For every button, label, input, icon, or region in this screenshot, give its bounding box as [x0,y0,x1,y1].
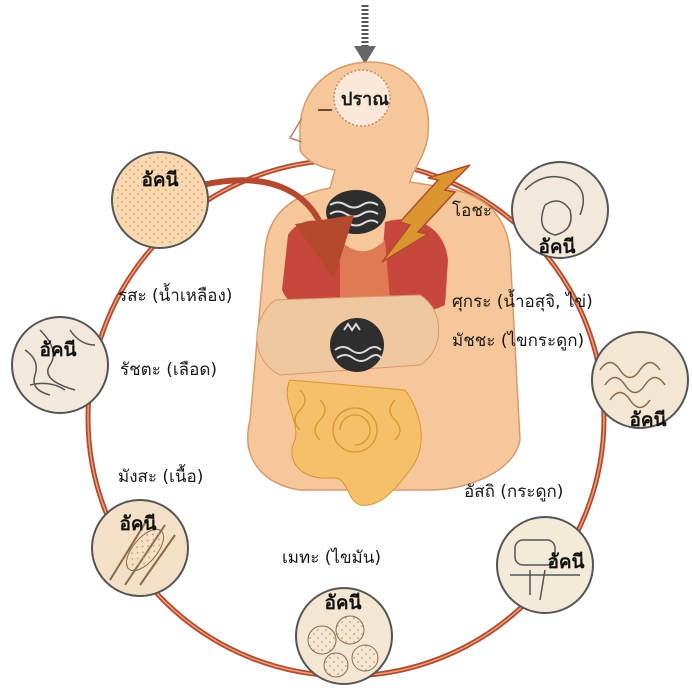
rakta-label: รัชตะ (เลือด) [120,360,217,380]
meda-label: เมทะ (ไขมัน) [282,547,381,568]
svg-text:อัคนี: อัคนี [119,513,156,535]
shukra-label: ศุกระ (น้ำอสุจิ, ไข่) [452,289,593,312]
prana-inflow-arrow [354,5,376,64]
prana-label: ปราณ [341,89,389,110]
svg-text:อัคนี: อัคนี [629,409,666,431]
rasa-label: รสะ (น้ำเหลือง) [118,283,232,306]
agni-node-rasa: อัคนี [112,152,208,248]
mamsa-label: มังสะ (เนื้อ) [118,464,203,487]
majja-label: มัชชะ (ไขกระดูก) [452,330,584,351]
agni-node-mamsa: อัคนี [92,500,188,596]
agni-node-meda: อัคนี [296,588,392,684]
svg-text:อัคนี: อัคนี [141,169,178,191]
svg-text:อัคนี: อัคนี [547,551,584,573]
agni-node-rakta: อัคนี [12,317,108,413]
agni-node-shukra: อัคนี [512,162,608,258]
svg-text:อัคนี: อัคนี [324,592,361,614]
asthi-label: อัสถิ (กระดูก) [464,482,563,502]
svg-text:อัคนี: อัคนี [39,339,76,361]
ojas-label: โอชะ [452,200,492,221]
agni-node-asthi: อัคนี [497,517,593,613]
svg-text:อัคนี: อัคนี [538,236,575,258]
